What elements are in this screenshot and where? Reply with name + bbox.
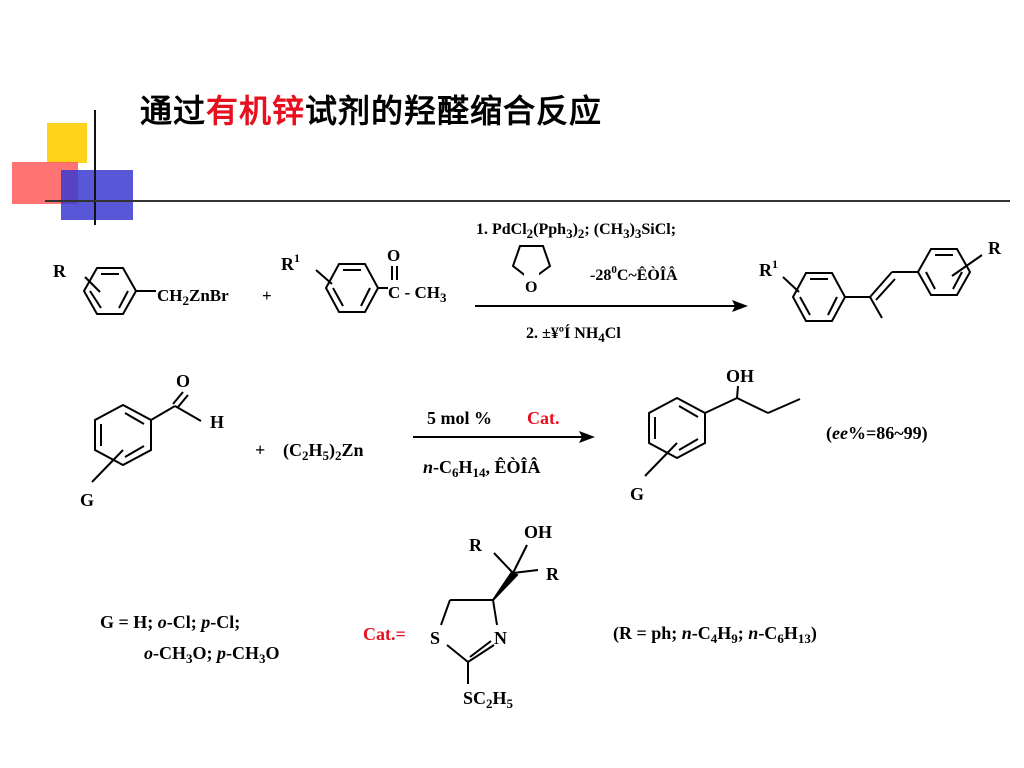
- plus-sign-1: +: [262, 286, 272, 305]
- reaction-1: R CH2ZnBr + R1 O C - CH3 1. PdCl2(Pph3)2…: [53, 221, 1002, 345]
- ketone-oxygen: O: [387, 246, 400, 265]
- g-definition-line2: o-CH3O; p-CH3O: [144, 643, 280, 666]
- product-alcohol: [644, 385, 801, 477]
- aldehyde-hydrogen: H: [210, 412, 224, 432]
- catalyst-r-left: R: [469, 535, 483, 555]
- title-highlight: 有机锌: [206, 92, 306, 130]
- g-definition-line1: G = H; o-Cl; p-Cl;: [100, 612, 240, 632]
- decor-yellow-square: [47, 123, 87, 163]
- ketone-group: C - CH3: [388, 283, 447, 305]
- reaction-2-arrowhead: [579, 431, 595, 443]
- reaction-2: O H G + (C2H5)2Zn 5 mol % Cat. n-C6H14, …: [80, 366, 928, 510]
- benzaldehyde: [91, 391, 202, 483]
- catalyst-oh: OH: [524, 522, 552, 542]
- catalyst-r-right: R: [546, 564, 560, 584]
- product-oh: OH: [726, 366, 754, 386]
- solvent-label: n-C6H14, ÊÒÎÂ: [423, 456, 541, 480]
- aldehyde-oxygen: O: [176, 371, 190, 391]
- slide-title: 通过有机锌试剂的羟醛缩合反应: [140, 86, 602, 132]
- aldehyde-g: G: [80, 490, 94, 510]
- step1-conditions: 1. PdCl2(Pph3)2; (CH3)3SiCl;: [476, 221, 676, 241]
- r-substituent-a: R: [53, 261, 67, 281]
- temperature-label: -280C~ÊÒÎÂ: [590, 264, 678, 284]
- decor-squares: [12, 110, 133, 225]
- product-r1: R1: [759, 257, 778, 280]
- thf-oxygen: O: [525, 279, 537, 296]
- title-part1: 通过: [140, 92, 207, 130]
- title-part2: 试剂的羟醛缩合反应: [305, 92, 603, 130]
- r-definition: (R = ph; n-C4H9; n-C6H13): [613, 623, 817, 646]
- definitions: G = H; o-Cl; p-Cl; o-CH3O; p-CH3O Cat.= …: [100, 522, 817, 711]
- benzene-b: [315, 263, 398, 313]
- product-r: R: [988, 238, 1002, 258]
- reaction-1-arrowhead: [732, 300, 748, 312]
- r1-substituent-b: R1: [281, 251, 300, 274]
- product-g: G: [630, 484, 644, 504]
- catalyst-structure: [440, 544, 539, 684]
- catalyst-nitrogen: N: [494, 628, 507, 648]
- diethylzinc: (C2H5)2Zn: [283, 440, 364, 463]
- plus-sign-2: +: [255, 440, 265, 460]
- benzene-a: [82, 267, 156, 315]
- thf-ring: [511, 245, 552, 282]
- product-stilbene: [782, 248, 983, 322]
- catalyst-sulfur: S: [430, 628, 440, 648]
- thf-o-mask: [524, 273, 539, 289]
- catalyst-sc2h5: SC2H5: [463, 688, 514, 711]
- ee-value: (ee%=86~99): [826, 423, 928, 444]
- catalyst-loading: 5 mol %: [427, 408, 492, 428]
- catalyst-label-red: Cat.: [527, 408, 560, 428]
- decor-blue-square: [61, 170, 133, 220]
- ch2znbr-label: CH2ZnBr: [157, 286, 229, 308]
- step2-conditions: 2. ±¥ºÍ NH4Cl: [526, 323, 621, 345]
- catalyst-definition-label: Cat.=: [363, 624, 406, 644]
